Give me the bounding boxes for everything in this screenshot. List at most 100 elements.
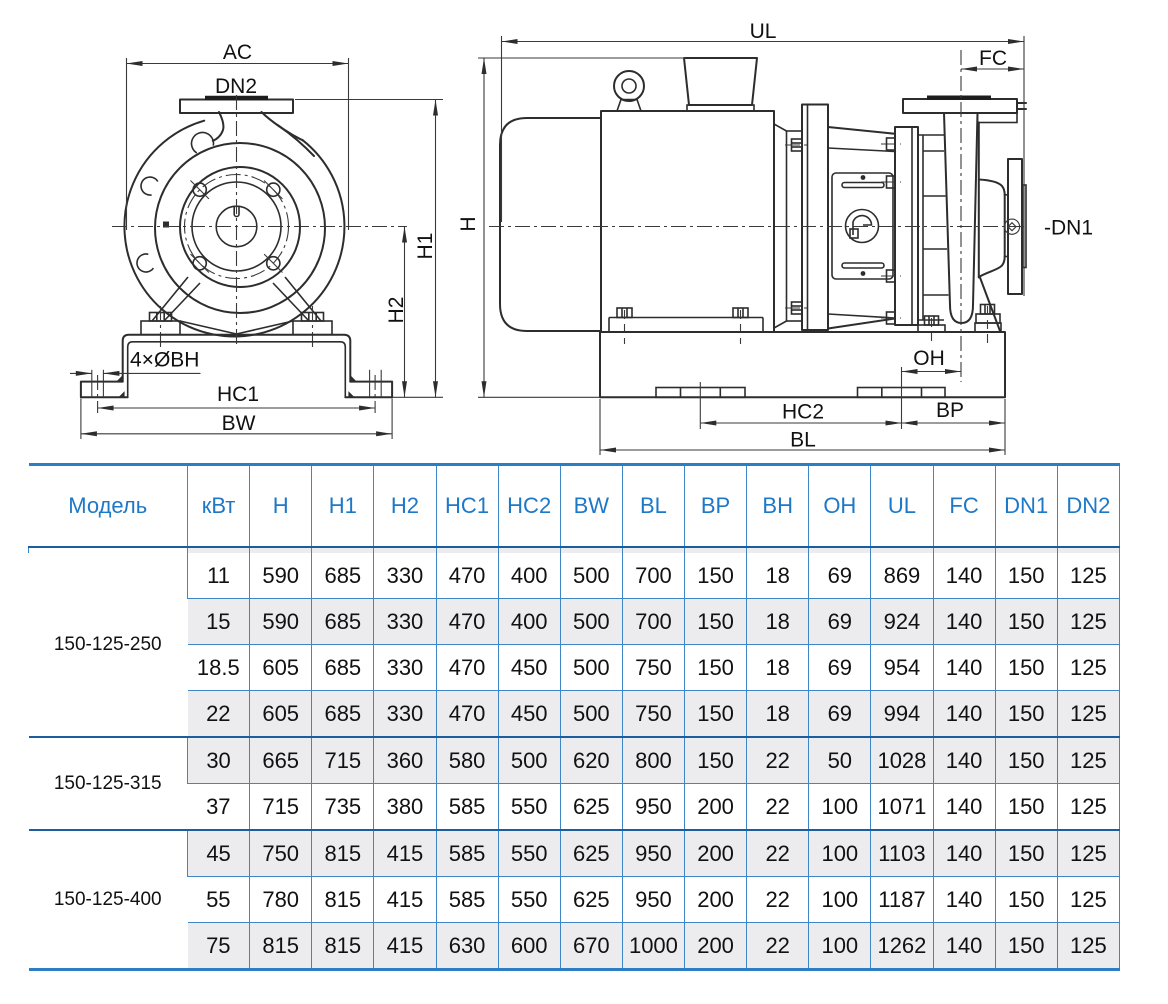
pump-dimension-drawing: AC DN2 H1 H2 4×ØBH HC1	[70, 20, 1093, 455]
column-header-bp: BP	[683, 464, 747, 547]
table-cell: 150	[994, 736, 1058, 784]
table-cell: 1000	[621, 922, 685, 970]
table-cell: 140	[932, 876, 996, 923]
brand-logo	[844, 208, 880, 244]
dim-label-dn2: DN2	[215, 75, 257, 98]
table-cell: 330	[373, 553, 436, 599]
table-cell: 45	[186, 829, 250, 877]
table-cell: 800	[621, 736, 685, 784]
column-header-oh: OH	[808, 464, 871, 547]
table-cell: 125	[1056, 644, 1121, 691]
column-header-h2: H2	[373, 464, 436, 547]
column-header-bh: BH	[746, 464, 809, 547]
table-cell: 470	[435, 690, 499, 737]
table-cell: 500	[559, 690, 623, 737]
table-cell: 924	[870, 598, 933, 645]
table-cell: 150	[683, 598, 747, 645]
table-cell: 665	[249, 736, 312, 784]
table-cell: 415	[373, 922, 436, 970]
table-cell: 22	[746, 829, 809, 877]
table-cell: 625	[559, 783, 623, 830]
table-cell: 55	[187, 876, 250, 923]
table-cell: 415	[373, 876, 436, 923]
table-cell: 150	[994, 922, 1058, 970]
column-header-ul: UL	[870, 464, 933, 547]
table-cell: 22	[746, 922, 809, 970]
table-cell: 125	[1056, 736, 1121, 784]
table-cell: 50	[808, 736, 871, 784]
dim-label-hc1: HC1	[217, 383, 259, 406]
table-cell: 200	[683, 876, 747, 923]
table-cell: 735	[311, 783, 374, 830]
table-cell: 580	[435, 736, 499, 784]
table-cell: 140	[932, 736, 996, 784]
table-cell: 1071	[870, 783, 933, 830]
column-header-dn2: DN2	[1056, 464, 1121, 547]
table-cell: 500	[497, 736, 561, 784]
table-cell: 22	[746, 736, 809, 784]
table-cell: 685	[311, 690, 374, 737]
table-cell: 630	[435, 922, 499, 970]
dim-label-oh: OH	[913, 347, 945, 370]
dim-label-ul: UL	[750, 20, 777, 43]
table-cell: 69	[808, 598, 871, 645]
table-cell: 625	[559, 829, 623, 877]
table-cell: 400	[497, 598, 561, 645]
table-cell: 500	[559, 644, 623, 691]
table-cell: 1103	[870, 829, 933, 877]
table-cell: 150	[994, 876, 1058, 923]
table-cell: 125	[1056, 876, 1121, 923]
dim-label-fc: FC	[979, 47, 1007, 70]
model-cell: 150-125-400	[28, 829, 188, 970]
table-cell: 100	[808, 922, 871, 970]
dim-label-bolt-holes: 4×ØBH	[130, 349, 199, 372]
table-cell: 150	[994, 553, 1058, 599]
dim-label-bp: BP	[936, 399, 964, 422]
table-cell: 815	[311, 876, 374, 923]
dim-label-dn1: -DN1	[1044, 217, 1093, 240]
table-cell: 18.5	[187, 644, 250, 691]
column-header-dn1: DN1	[994, 464, 1058, 547]
table-cell: 950	[621, 829, 685, 877]
table-cell: 150	[683, 690, 747, 737]
table-cell: 590	[249, 553, 312, 599]
table-cell: 700	[621, 598, 685, 645]
table-cell: 330	[373, 690, 436, 737]
table-cell: 605	[249, 690, 312, 737]
table-cell: 125	[1056, 553, 1121, 599]
table-cell: 815	[311, 922, 374, 970]
pump-side-view: UL H FC -DN1 OH HC2	[457, 20, 1093, 455]
table-cell: 125	[1056, 783, 1121, 830]
table-cell: 150	[994, 598, 1058, 645]
table-cell: 869	[870, 553, 933, 599]
table-cell: 140	[932, 783, 996, 830]
table-cell: 550	[497, 876, 561, 923]
table-cell: 470	[435, 598, 499, 645]
table-cell: 620	[559, 736, 623, 784]
table-cell: 550	[497, 783, 561, 830]
table-cell: 500	[559, 553, 623, 599]
table-cell: 69	[808, 690, 871, 737]
table-cell: 950	[621, 876, 685, 923]
table-cell: 140	[932, 690, 996, 737]
table-cell: 780	[249, 876, 312, 923]
table-cell: 330	[373, 598, 436, 645]
table-cell: 100	[808, 829, 871, 877]
table-cell: 150	[994, 690, 1058, 737]
column-header-: кВт	[186, 464, 250, 547]
dim-label-h1: H1	[414, 233, 437, 260]
table-cell: 100	[808, 876, 871, 923]
dim-label-bl: BL	[790, 429, 816, 452]
